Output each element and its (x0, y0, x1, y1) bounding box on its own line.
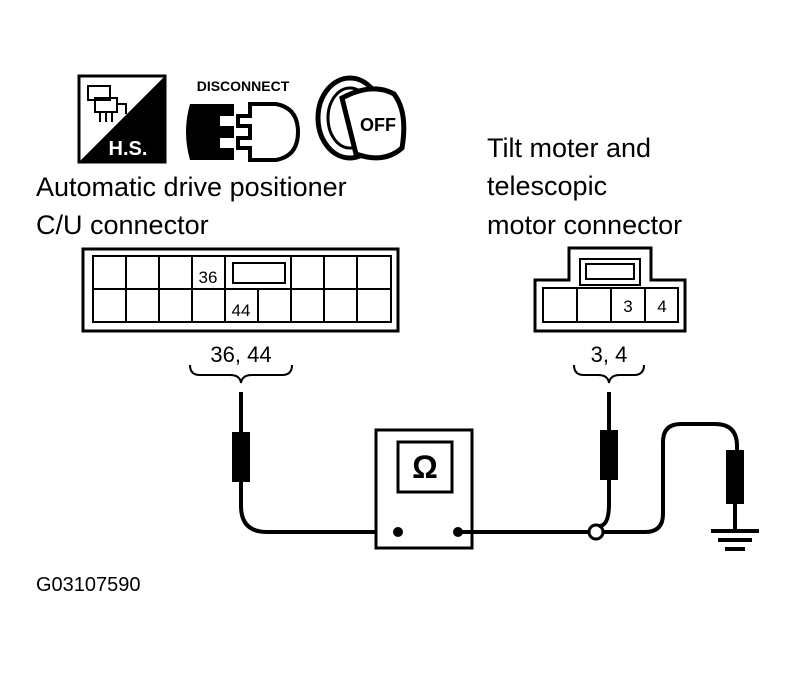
pin-4-label: 4 (657, 297, 666, 316)
left-connector-title-line2: C/U connector (36, 210, 209, 240)
ohm-symbol: Ω (412, 449, 438, 485)
left-test-lead (239, 505, 397, 534)
ground-lead (603, 422, 739, 534)
right-probe-label: 3, 4 (591, 342, 628, 367)
motor-connector-face: 3 4 (533, 246, 687, 333)
pin-36-label: 36 (199, 268, 218, 287)
ignition-key-off-icon: OFF (315, 75, 407, 161)
hs-label: H.S. (109, 138, 148, 160)
meter-terminal-left (393, 527, 403, 537)
pin-44-label: 44 (232, 301, 251, 320)
disconnect-label: DISCONNECT (197, 78, 290, 94)
right-connector-title-line3: motor connector (487, 210, 682, 240)
ground-probe (726, 450, 744, 530)
ohmmeter: Ω (374, 428, 474, 550)
disconnect-icon: DISCONNECT (186, 78, 301, 162)
figure-code: G03107590 (36, 574, 141, 596)
hs-icon: H.S. (77, 74, 167, 164)
pin-3-label: 3 (623, 297, 632, 316)
left-probe-label: 36, 44 (210, 342, 271, 367)
right-probe-brace (573, 364, 645, 384)
left-probe-brace (189, 364, 293, 384)
ground-icon (711, 529, 759, 551)
ignition-off-label: OFF (360, 115, 396, 135)
left-test-probe (232, 392, 250, 506)
right-connector-title-line1: Tilt moter and (487, 133, 651, 163)
right-test-probe (598, 392, 618, 528)
left-connector-title-line1: Automatic drive positioner (36, 172, 347, 202)
right-connector-title-line2: telescopic (487, 171, 607, 201)
cu-connector-face: 36 44 (81, 247, 400, 333)
